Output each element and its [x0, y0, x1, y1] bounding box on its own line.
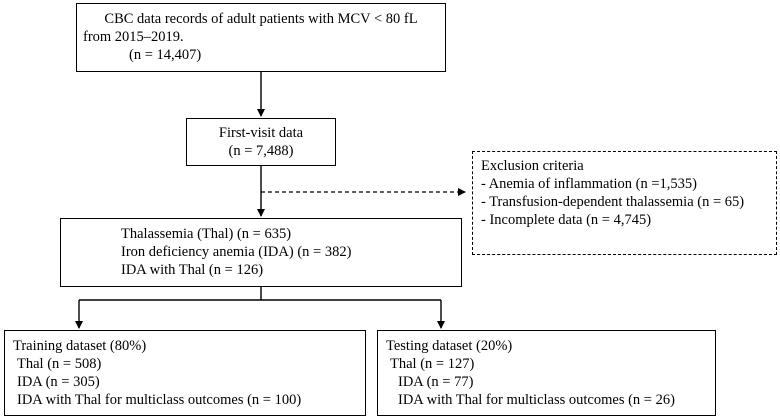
records-line-1: CBC data records of adult patients with … [104, 11, 418, 27]
first-visit-line-1: First-visit data [218, 125, 304, 141]
first-visit-line-2: (n = 7,488) [228, 143, 294, 159]
exclusion-title: Exclusion criteria [481, 158, 584, 174]
testing-title: Testing dataset (20%) [386, 338, 513, 354]
testing-item: Thal (n = 127) [390, 356, 475, 372]
training-item: Thal (n = 508) [17, 356, 102, 372]
records-line-2: from 2015–2019. [83, 29, 184, 45]
testing-box: Testing dataset (20%) Thal (n = 127) IDA… [377, 330, 716, 416]
records-box: CBC data records of adult patients with … [76, 3, 446, 72]
groups-line-1: Thalassemia (Thal) (n = 635) [121, 226, 292, 242]
testing-item: IDA with Thal for multiclass outcomes (n… [398, 392, 675, 408]
training-title: Training dataset (80%) [13, 338, 147, 354]
training-box: Training dataset (80%) Thal (n = 508) ID… [4, 330, 366, 416]
testing-item: IDA (n = 77) [398, 374, 474, 390]
groups-line-3: IDA with Thal (n = 126) [121, 262, 264, 278]
exclusion-item: - Incomplete data (n = 4,745) [481, 212, 652, 228]
first-visit-box: First-visit data (n = 7,488) [186, 118, 336, 166]
exclusion-item: - Anemia of inflammation (n =1,535) [481, 176, 697, 192]
groups-line-2: Iron deficiency anemia (IDA) (n = 382) [121, 244, 352, 260]
training-item: IDA with Thal for multiclass outcomes (n… [17, 392, 302, 408]
groups-box: Thalassemia (Thal) (n = 635) Iron defici… [60, 218, 462, 287]
exclusion-box: Exclusion criteria - Anemia of inflammat… [472, 151, 777, 255]
records-line-3: (n = 14,407) [129, 47, 202, 63]
exclusion-item: - Transfusion-dependent thalassemia (n =… [481, 194, 745, 210]
training-item: IDA (n = 305) [17, 374, 100, 390]
